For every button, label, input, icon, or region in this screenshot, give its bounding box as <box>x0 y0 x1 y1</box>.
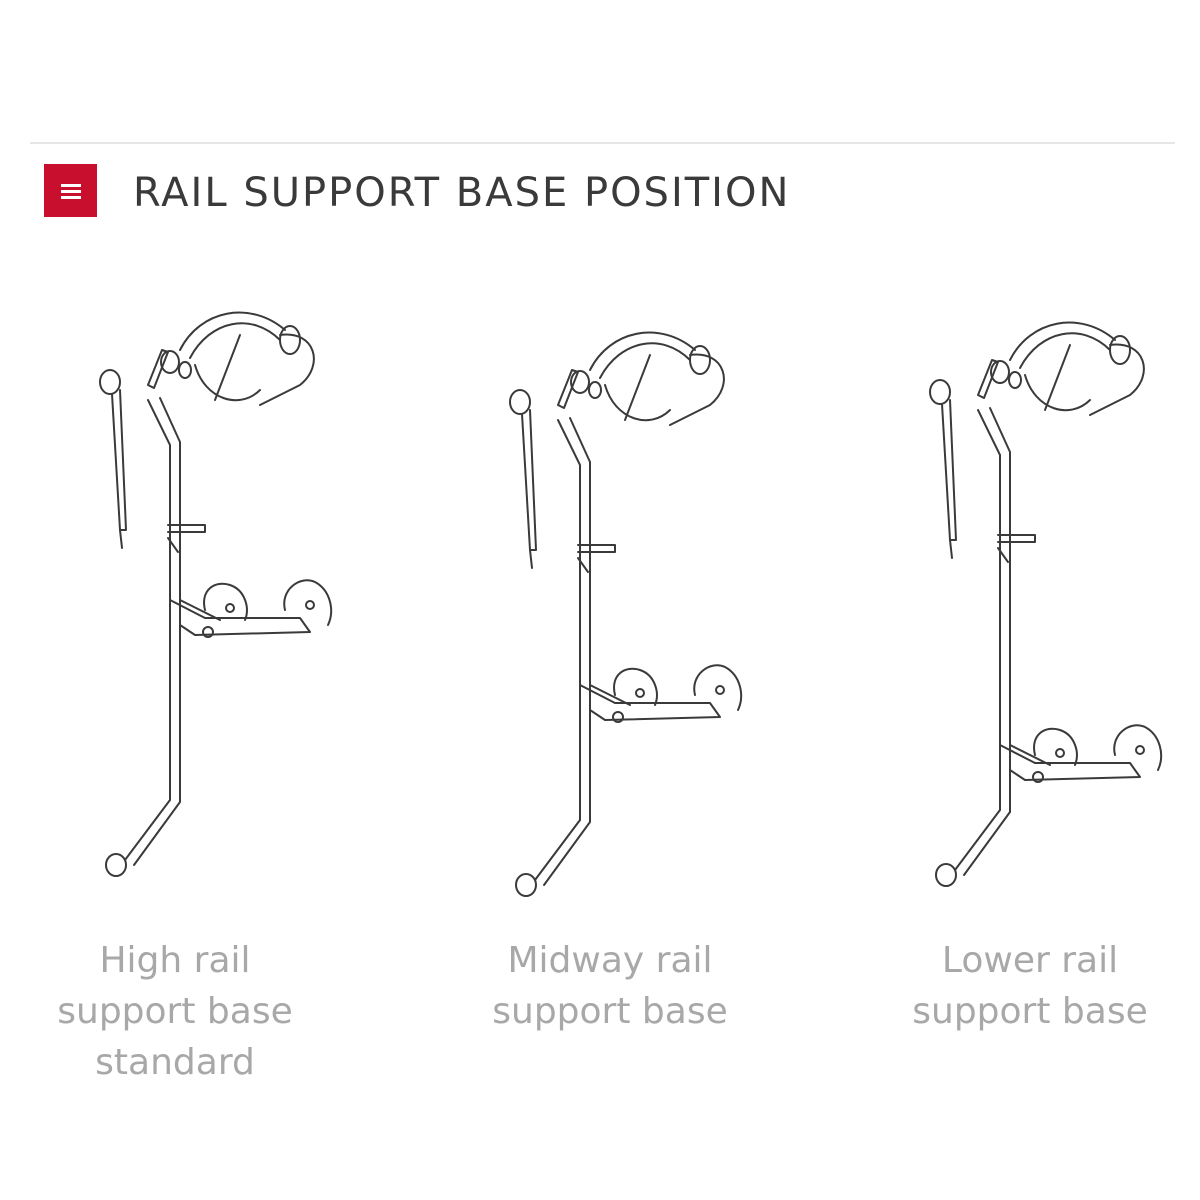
caption-high-line-3: standard <box>95 1042 255 1083</box>
rack-diagram-lower <box>860 290 1200 910</box>
caption-high-line-1: High rail <box>99 940 251 981</box>
rack-diagram-high <box>30 290 370 910</box>
caption-lower-line-1: Lower rail <box>941 940 1119 981</box>
rack-diagram-lower-svg <box>929 321 1163 887</box>
caption-midway-line-1: Midway rail <box>507 940 713 981</box>
section-title: RAIL SUPPORT BASE POSITION <box>133 170 791 216</box>
caption-midway: Midway rail support base <box>430 935 790 1037</box>
header-divider <box>30 142 1175 144</box>
caption-lower-line-2: support base <box>912 991 1148 1032</box>
list-icon <box>44 164 97 217</box>
caption-high-line-2: support base <box>57 991 293 1032</box>
rack-diagram-midway-svg <box>509 331 743 897</box>
caption-lower: Lower rail support base <box>850 935 1200 1037</box>
caption-midway-line-2: support base <box>492 991 728 1032</box>
rack-diagram-midway <box>440 290 780 910</box>
caption-high: High rail support base standard <box>0 935 355 1088</box>
rack-diagram-high-svg <box>99 311 333 877</box>
